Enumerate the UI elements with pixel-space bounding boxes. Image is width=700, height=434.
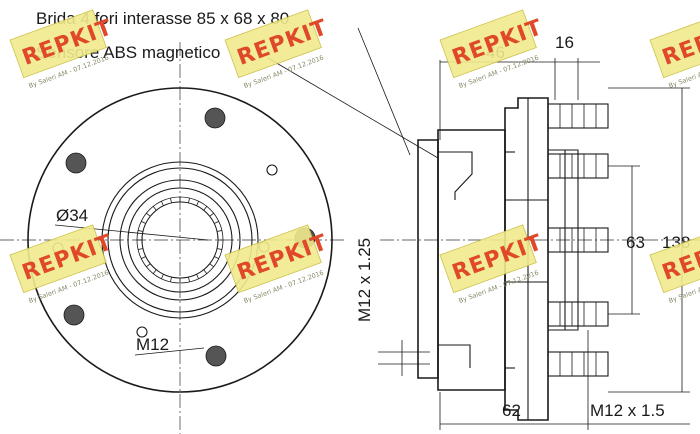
spline-tooth [137,230,144,232]
spline-tooth [203,269,208,274]
spline-tooth [216,248,223,250]
watermark-box [9,9,107,79]
dimension-16: 16 [555,33,574,52]
spline-tooth [214,220,219,224]
spline-tooth [152,206,157,211]
bolt-front-dimension: M12 [136,335,169,354]
spline-tooth [141,220,146,224]
hub-body-outer [101,161,259,319]
stud-hole [205,345,227,367]
spline-tooth [141,256,146,260]
stud-middle [547,227,609,253]
side-view [380,97,700,421]
threaded-hole [266,164,278,176]
watermark-box [439,224,537,294]
dimension-63: 63 [626,233,645,252]
threaded-hole [136,326,148,338]
spline-tooth [203,206,208,211]
spline-tooth [209,212,214,217]
spline-tooth [209,263,214,268]
spline-tooth [188,276,190,283]
spline-tooth [214,256,219,260]
watermark-box [224,224,322,294]
flange-note: Brida 4 fori interasse 85 x 68 x 80 [36,9,289,28]
spline-tooth [137,248,144,250]
hub-flange-side [504,97,549,421]
watermark-box [649,9,700,79]
watermark-box [649,224,700,294]
dimension-lines [267,27,690,430]
watermark-box [9,224,107,294]
stud-hole [65,152,87,174]
spline-tooth [146,212,151,217]
stud-bottom [547,351,609,377]
spline-tooth [196,274,200,279]
spline-tooth [160,201,164,206]
stud-hole [204,107,226,129]
thread-dimension: M12 x 1.5 [590,401,665,420]
spline-tooth [160,274,164,279]
spline-tooth [196,201,200,206]
spline-tooth [188,197,190,204]
watermark-box [224,9,322,79]
spline-tooth [170,276,172,283]
dimension-62: 62 [502,401,521,420]
spline-tooth [152,269,157,274]
spline-tooth [216,230,223,232]
stud-top [547,103,609,129]
bolt-side-dimension: M12 x 1.25 [355,238,374,322]
watermark-box [439,9,537,79]
stud-hole [63,304,85,326]
spline-tooth [146,263,151,268]
bore-dimension: Ø34 [56,206,88,225]
housing-front [417,139,439,379]
spline-tooth [170,197,172,204]
hub-flange-outline [27,87,333,393]
spline-teeth [137,197,223,283]
